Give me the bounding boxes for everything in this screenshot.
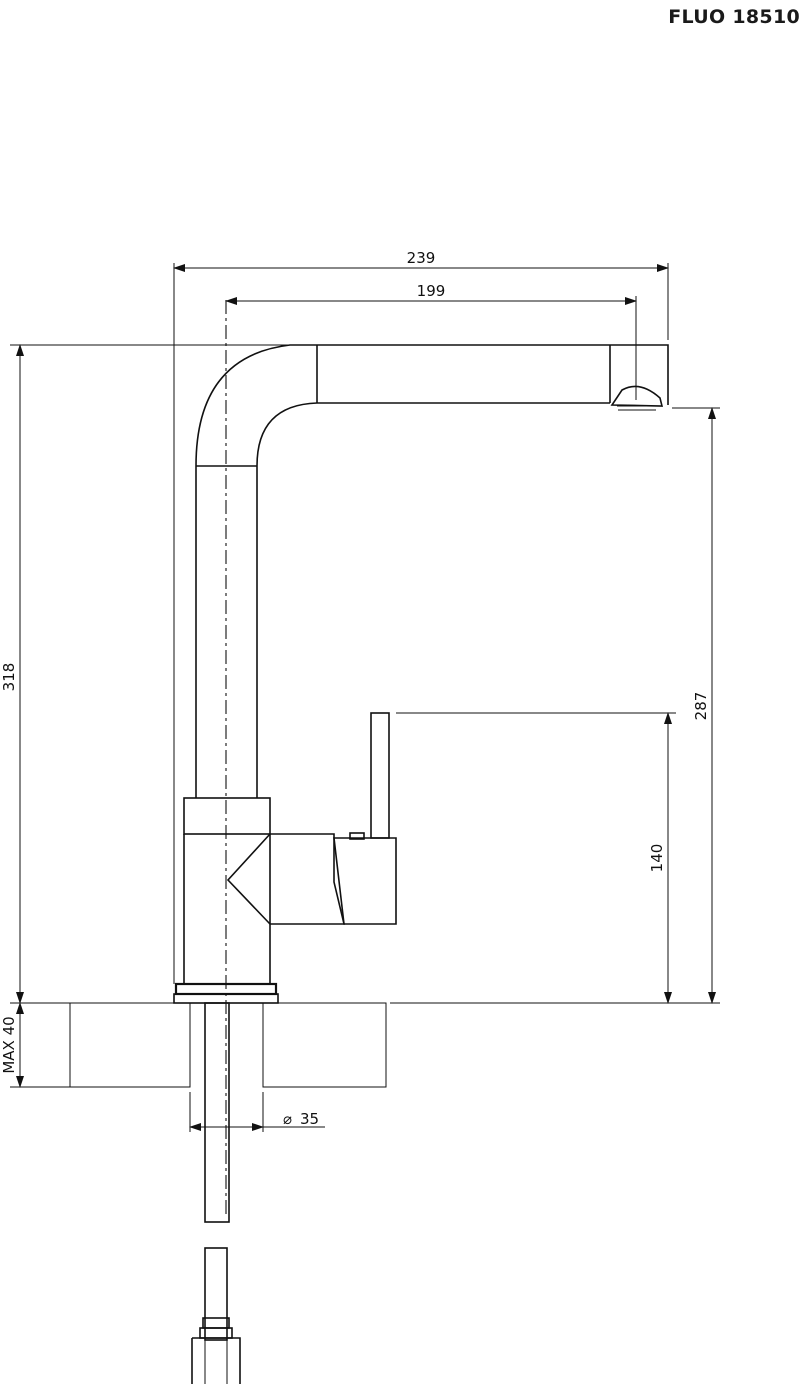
supply-hose (191, 1002, 241, 1384)
dim-hole-diameter: 35 (300, 1110, 319, 1128)
dim-diameter-symbol: ⌀ (283, 1110, 292, 1128)
dimension-lines (16, 264, 716, 1131)
model-title: FLUO 18510 (668, 6, 800, 28)
dim-overall-width: 239 (407, 249, 436, 267)
dim-spout-reach: 199 (417, 282, 446, 300)
dim-spout-height: 287 (692, 692, 710, 721)
dim-lever-height: 140 (648, 844, 666, 873)
worktop-section (69, 1002, 387, 1088)
dim-max-worktop: MAX 40 (0, 1016, 18, 1073)
extension-lines (10, 263, 720, 1132)
faucet-body (173, 344, 669, 1004)
dim-overall-height: 318 (0, 663, 18, 692)
